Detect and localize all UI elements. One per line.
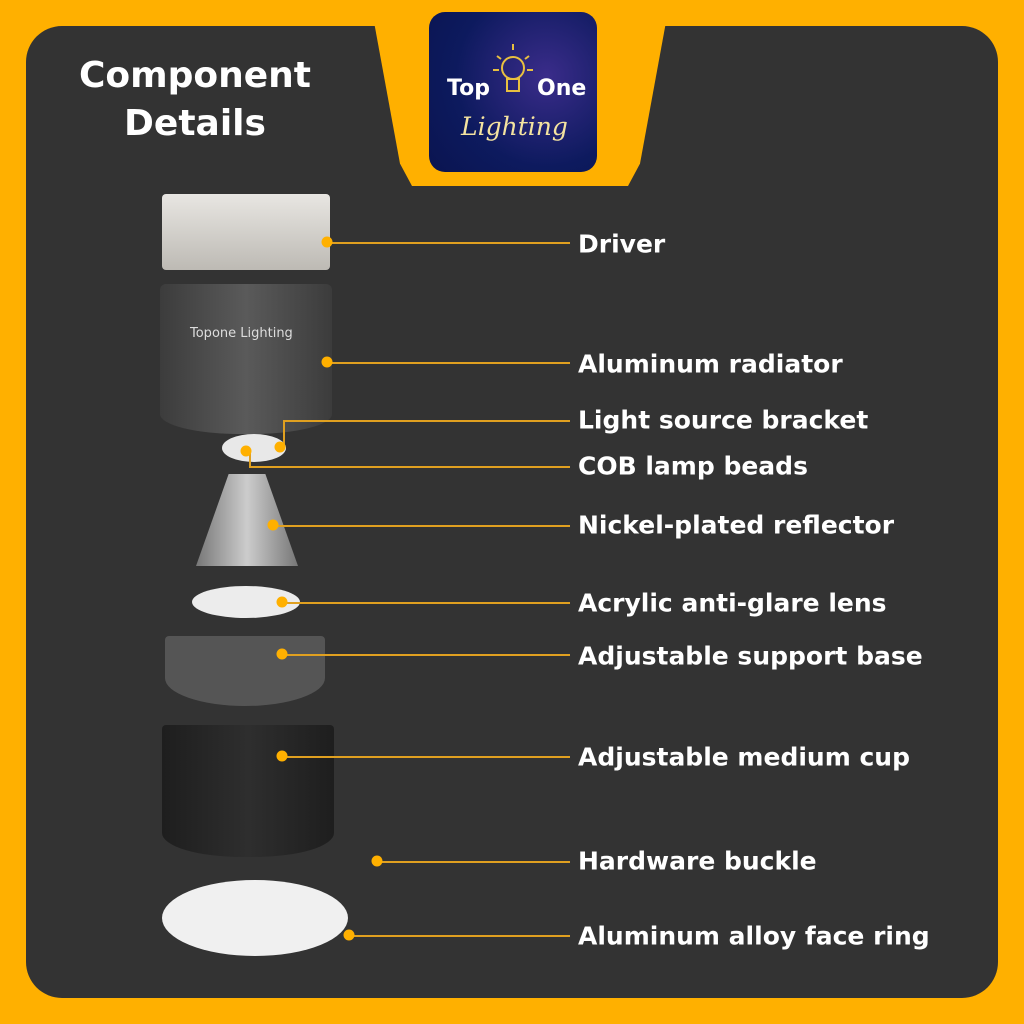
callout-line [327, 362, 570, 364]
label-cob: COB lamp beads [578, 451, 808, 481]
logo-word-lighting: Lighting [461, 112, 568, 141]
callout-line [249, 451, 251, 466]
support-base-image [165, 636, 325, 706]
label-bracket: Light source bracket [578, 405, 869, 435]
callout-line [327, 242, 570, 244]
callout-dot [276, 750, 288, 762]
callout-dot [276, 648, 288, 660]
callout-dot [274, 441, 286, 453]
title-line-2: Details [124, 103, 266, 144]
medium-cup-image [162, 725, 334, 857]
logo-word-one: One [537, 76, 587, 101]
face-ring-image [162, 880, 348, 956]
callout-dot [276, 596, 288, 608]
radiator-image: Topone Lighting [160, 284, 332, 434]
page-title: Component Details [60, 52, 330, 148]
label-driver: Driver [578, 229, 666, 259]
lightbulb-icon [493, 44, 533, 92]
callout-dot [371, 855, 383, 867]
label-radiator: Aluminum radiator [578, 349, 843, 379]
driver-image [162, 194, 330, 270]
callout-line [283, 420, 285, 447]
title-line-1: Component [78, 55, 312, 96]
callout-line [282, 654, 570, 656]
callout-dot [321, 236, 333, 248]
label-medium-cup: Adjustable medium cup [578, 742, 910, 772]
label-buckle: Hardware buckle [578, 846, 817, 876]
callout-line [349, 935, 570, 937]
label-support-base: Adjustable support base [578, 641, 923, 671]
label-face-ring: Aluminum alloy face ring [578, 921, 930, 951]
callout-dot [343, 929, 355, 941]
callout-line [377, 861, 570, 863]
logo-word-top: Top [447, 76, 490, 101]
label-reflector: Nickel-plated reflector [578, 510, 895, 540]
callout-line [282, 602, 570, 604]
callout-line [283, 420, 570, 422]
callout-dot [267, 519, 279, 531]
callout-dot [321, 356, 333, 368]
watermark: Topone Lighting [190, 326, 293, 341]
brand-logo: Top One Lighting [429, 12, 597, 172]
label-lens: Acrylic anti-glare lens [578, 588, 887, 618]
callout-dot [240, 445, 252, 457]
callout-line [282, 756, 570, 758]
callout-line [249, 466, 570, 468]
callout-line [273, 525, 570, 527]
